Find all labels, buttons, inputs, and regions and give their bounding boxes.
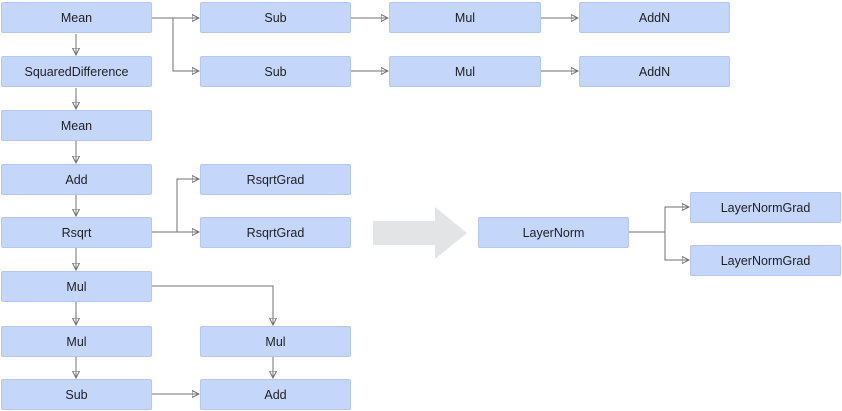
- node-label: RsqrtGrad: [246, 172, 305, 187]
- node-sub-row2[interactable]: Sub: [200, 56, 351, 87]
- node-label: Sub: [264, 10, 287, 25]
- node-mul-right[interactable]: Mul: [200, 326, 351, 357]
- node-layer-norm-grad-1[interactable]: LayerNormGrad: [690, 192, 841, 223]
- edge-mul-to-mul-right: [152, 285, 273, 325]
- node-rsqrt[interactable]: Rsqrt: [1, 217, 152, 248]
- node-label: Sub: [264, 64, 287, 79]
- node-label: Mul: [454, 10, 476, 25]
- node-mul-2[interactable]: Mul: [1, 326, 152, 357]
- node-addn-row2[interactable]: AddN: [579, 56, 730, 87]
- edge-rsqrt-to-rsqrtgrad-1: [176, 179, 199, 232]
- node-label: Rsqrt: [61, 225, 92, 240]
- node-label: Mul: [66, 334, 87, 349]
- node-label: Sub: [65, 387, 88, 402]
- node-rsqrt-grad-1[interactable]: RsqrtGrad: [200, 164, 351, 195]
- node-rsqrt-grad-2[interactable]: RsqrtGrad: [200, 217, 351, 248]
- node-label: Add: [65, 172, 88, 187]
- edge-layernorm-to-grad-2: [664, 232, 689, 260]
- node-label: Mean: [60, 118, 93, 133]
- node-label: AddN: [638, 10, 671, 25]
- node-label: Mul: [265, 334, 286, 349]
- node-sub-row1[interactable]: Sub: [200, 2, 351, 33]
- node-layer-norm-grad-2[interactable]: LayerNormGrad: [690, 245, 841, 276]
- node-layer-norm[interactable]: LayerNorm: [478, 217, 629, 248]
- node-label: Mean: [60, 10, 93, 25]
- node-mul-row1[interactable]: Mul: [389, 2, 541, 33]
- node-add[interactable]: Add: [1, 164, 152, 195]
- node-label: Mul: [66, 279, 87, 294]
- transform-arrow: [373, 207, 467, 259]
- node-label: LayerNorm: [522, 225, 585, 240]
- node-squared-difference[interactable]: SquaredDifference: [1, 56, 152, 87]
- edge-mean-to-sub-row2: [172, 18, 199, 71]
- node-sub[interactable]: Sub: [1, 379, 152, 410]
- node-label: Add: [264, 387, 287, 402]
- node-mul-row2[interactable]: Mul: [389, 56, 541, 87]
- node-mul[interactable]: Mul: [1, 271, 152, 302]
- node-label: LayerNormGrad: [720, 200, 811, 215]
- node-add-right[interactable]: Add: [200, 379, 351, 410]
- node-label: Mul: [454, 64, 476, 79]
- node-label: LayerNormGrad: [720, 253, 811, 268]
- node-mean[interactable]: Mean: [1, 2, 152, 33]
- node-label: RsqrtGrad: [246, 225, 305, 240]
- node-label: AddN: [638, 64, 671, 79]
- node-addn-row1[interactable]: AddN: [579, 2, 730, 33]
- node-mean-2[interactable]: Mean: [1, 110, 152, 141]
- edge-layernorm-to-grad-1: [629, 207, 689, 233]
- node-label: SquaredDifference: [24, 64, 129, 79]
